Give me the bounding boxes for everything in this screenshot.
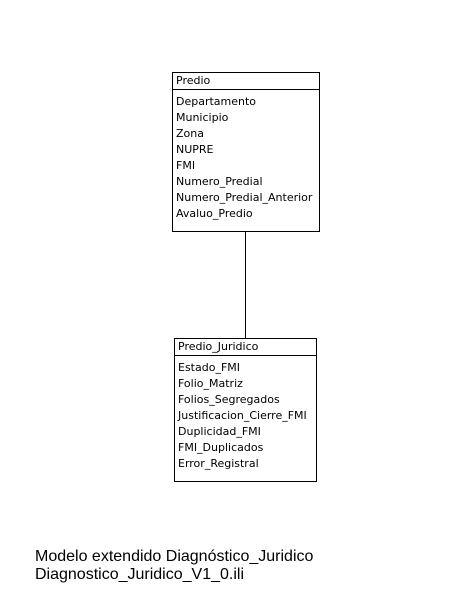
- attribute-fmi: FMI: [176, 159, 196, 172]
- entity-predio-juridico-attributes: Estado_FMI Folio_Matriz Folios_Segregado…: [175, 356, 316, 472]
- diagram-caption: Modelo extendido Diagnóstico_Juridico Di…: [35, 548, 313, 584]
- attribute-duplicidad-fmi: Duplicidad_FMI: [178, 425, 261, 438]
- attribute-avaluo-predio: Avaluo_Predio: [176, 207, 253, 220]
- attribute-departamento: Departamento: [176, 95, 257, 108]
- attribute-error-registral: Error_Registral: [178, 457, 259, 470]
- entity-predio-attributes: Departamento Municipio Zona NUPRE FMI Nu…: [173, 90, 319, 222]
- attribute-fmi-duplicados: FMI_Duplicados: [178, 441, 264, 454]
- entity-predio-juridico[interactable]: Predio_Juridico Estado_FMI Folio_Matriz …: [174, 338, 317, 482]
- attribute-municipio: Municipio: [176, 111, 229, 124]
- attribute-folios-segregados: Folios_Segregados: [178, 393, 280, 406]
- attribute-folio-matriz: Folio_Matriz: [178, 377, 243, 390]
- caption-file-name: Diagnostico_Juridico_V1_0.ili: [35, 566, 245, 583]
- attribute-nupre: NUPRE: [176, 143, 214, 156]
- attribute-estado-fmi: Estado_FMI: [178, 361, 241, 374]
- attribute-numero-predial: Numero_Predial: [176, 175, 263, 188]
- attribute-zona: Zona: [176, 127, 204, 140]
- entity-predio-juridico-title: Predio_Juridico: [175, 339, 316, 356]
- attribute-justificacion-cierre-fmi: Justificacion_Cierre_FMI: [178, 409, 307, 422]
- entity-predio[interactable]: Predio Departamento Municipio Zona NUPRE…: [172, 72, 320, 232]
- attribute-numero-predial-anterior: Numero_Predial_Anterior: [176, 191, 313, 204]
- entity-predio-title: Predio: [173, 73, 319, 90]
- caption-model-title: Modelo extendido Diagnóstico_Juridico: [35, 548, 314, 565]
- association-line: [245, 231, 246, 339]
